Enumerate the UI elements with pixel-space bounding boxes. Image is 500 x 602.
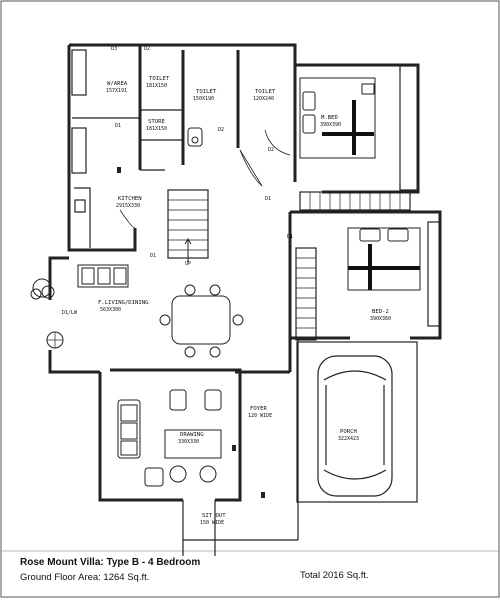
porch-name: PORCH bbox=[340, 429, 357, 435]
kitchen-name: KITCHEN bbox=[118, 196, 142, 202]
exterior-walls bbox=[48, 43, 442, 502]
living-size: 563X300 bbox=[100, 307, 121, 313]
w-area-name: W/AREA bbox=[107, 81, 128, 87]
door-mark-d2: D2 bbox=[218, 127, 224, 133]
door-mark-d1: D1 bbox=[115, 123, 121, 129]
interior-walls bbox=[71, 49, 441, 556]
foyer-name: FOYER bbox=[250, 406, 267, 412]
door-mark-d1: D1 bbox=[265, 196, 271, 202]
drawing-size: 330X330 bbox=[178, 439, 199, 445]
toilet-fixture-icon bbox=[187, 127, 203, 147]
toilet-2-size: 150X190 bbox=[193, 96, 214, 102]
foyer-size: 120 WIDE bbox=[248, 413, 272, 419]
door-mark-d2: D2 bbox=[144, 46, 150, 52]
toilet-1-size: 181X150 bbox=[146, 83, 167, 89]
dining-set bbox=[77, 264, 244, 358]
master-bed-furniture bbox=[299, 77, 376, 159]
door-mark-d2: D2 bbox=[268, 147, 274, 153]
door-mark-d1: D1 bbox=[287, 234, 293, 240]
stair-treads bbox=[168, 192, 401, 329]
toilet-2-name: TOILET bbox=[196, 89, 217, 95]
car-icon bbox=[317, 355, 393, 497]
drawing-name: DRAWING bbox=[180, 432, 204, 438]
toilet-1-name: TOILET bbox=[149, 76, 170, 82]
door-mark-d3: D3 bbox=[111, 46, 117, 52]
store-name: STORE bbox=[148, 119, 165, 125]
kitchen-size: 2915X330 bbox=[116, 203, 140, 209]
m-bed-size: 390X390 bbox=[320, 122, 341, 128]
ground-floor-area: Ground Floor Area: 1264 Sq.ft. bbox=[20, 572, 149, 583]
m-bed-name: M.BED bbox=[321, 115, 338, 121]
stair-up-label: UP bbox=[185, 261, 191, 267]
living-name: F.LIVING/DINING bbox=[98, 300, 149, 306]
toilet-3-name: TOILET bbox=[255, 89, 276, 95]
plant-icon bbox=[30, 278, 55, 300]
door-mark-d1: D1 bbox=[150, 253, 156, 259]
small-marks bbox=[117, 167, 265, 498]
store-size: 181X150 bbox=[146, 126, 167, 132]
porch-size: 322X423 bbox=[338, 436, 359, 442]
plant-icon bbox=[46, 331, 64, 349]
toilet-3-size: 120X240 bbox=[253, 96, 274, 102]
total-area: Total 2016 Sq.ft. bbox=[300, 570, 369, 581]
bed-2-furniture bbox=[347, 227, 421, 291]
sit-out-name: SIT OUT bbox=[202, 513, 226, 519]
w-area-size: 157X191 bbox=[106, 88, 127, 94]
sit-out-size: 150 WIDE bbox=[200, 520, 224, 526]
door-swings bbox=[119, 129, 291, 229]
plan-title: Rose Mount Villa: Type B - 4 Bedroom bbox=[20, 557, 200, 568]
bed-2-size: 390X360 bbox=[370, 316, 391, 322]
bed-2-name: BED-2 bbox=[372, 309, 389, 315]
door-mark-d1-lw: D1/LW bbox=[62, 310, 78, 316]
drawing-room-furniture bbox=[117, 389, 222, 487]
